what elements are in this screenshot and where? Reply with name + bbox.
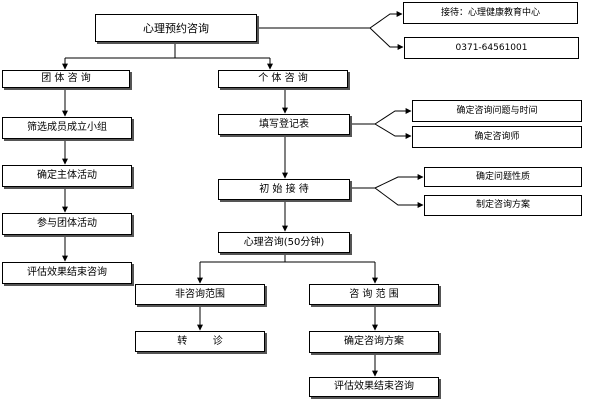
node-group-theme: 确定主体活动	[2, 165, 132, 187]
node-group: 团 体 咨 询	[2, 70, 130, 88]
node-out-of-scope: 非咨询范围	[135, 284, 265, 305]
arrow-root-to-phone	[369, 27, 404, 50]
node-group-screen: 筛选成员成立小组	[2, 117, 132, 139]
connector-session-split	[200, 253, 375, 263]
node-group-evaluate: 评估效果结束咨询	[2, 262, 132, 284]
node-group-participate: 参与团体活动	[2, 213, 132, 235]
node-make-plan: 制定咨询方案	[424, 195, 582, 216]
node-contact-reception: 接待：心理健康教育中心	[403, 2, 578, 24]
node-individual-evaluate: 评估效果结束咨询	[309, 377, 439, 397]
arrow-register-to-time	[350, 108, 412, 125]
node-confirm-time: 确定咨询问题与时间	[412, 100, 582, 122]
node-initial-reception: 初 始 接 待	[218, 179, 350, 200]
node-contact-phone: 0371-64561001	[404, 37, 579, 59]
node-root: 心理预约咨询	[95, 14, 257, 42]
node-referral: 转 诊	[135, 331, 265, 352]
node-problem-nature: 确定问题性质	[424, 167, 582, 187]
node-confirm-counselor: 确定咨询师	[412, 126, 582, 148]
arrow-initial-to-nature	[350, 174, 424, 189]
node-register: 填写登记表	[218, 114, 350, 135]
node-confirm-plan: 确定咨询方案	[309, 331, 439, 353]
node-individual: 个 体 咨 询	[218, 70, 348, 88]
node-session: 心理咨询(50分钟)	[218, 232, 350, 253]
arrow-root-to-reception	[257, 11, 403, 29]
node-in-scope: 咨 询 范 围	[309, 284, 439, 305]
arrow-initial-to-plan	[374, 187, 424, 208]
connector-root-split	[65, 42, 270, 59]
arrow-register-to-counselor	[374, 123, 412, 139]
